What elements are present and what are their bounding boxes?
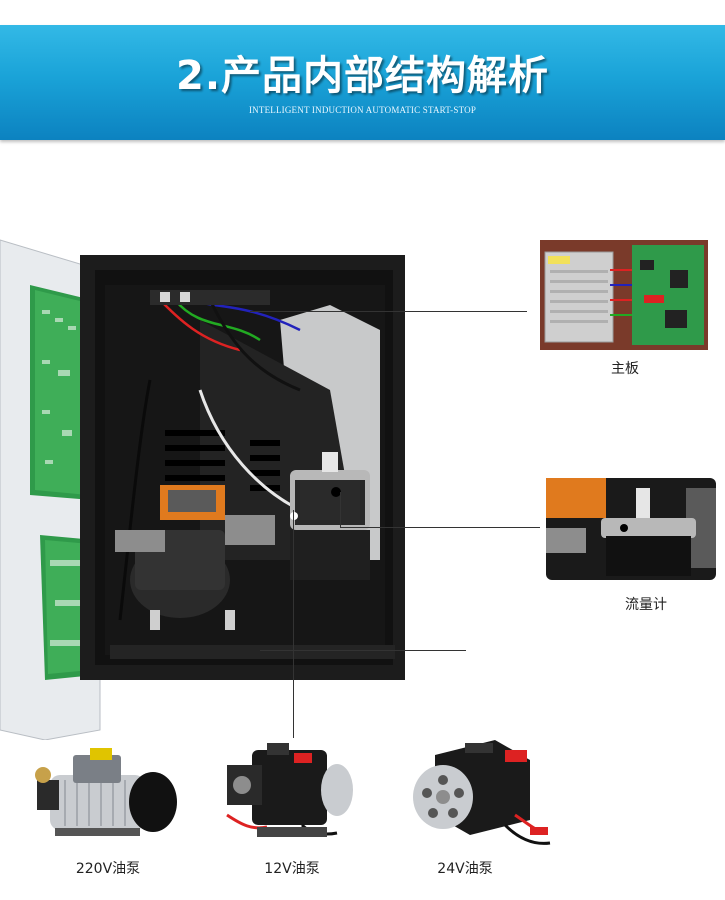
callout-line-flowmeter-drop bbox=[340, 492, 341, 527]
flow-meter-photo bbox=[546, 478, 716, 580]
pump-24v-label: 24V油泵 bbox=[437, 861, 493, 877]
pump-24v-photo bbox=[413, 740, 551, 845]
pump-220v-photo bbox=[35, 748, 177, 836]
callout-line-pumps-drop bbox=[293, 510, 294, 738]
page-title: 2.产品内部结构解析 bbox=[175, 53, 550, 99]
flow-meter-label: 流量计 bbox=[625, 597, 667, 613]
cabinet-interior-photo bbox=[0, 239, 405, 740]
callout-line-mainboard bbox=[250, 311, 527, 312]
pump-12v-label: 12V油泵 bbox=[264, 861, 320, 877]
pump-220v-label: 220V油泵 bbox=[75, 861, 141, 877]
callout-line-flowmeter bbox=[340, 527, 540, 528]
main-board-photo bbox=[540, 240, 708, 350]
main-board-label: 主板 bbox=[611, 361, 639, 377]
pump-12v-photo bbox=[226, 743, 353, 837]
header-banner: 2.产品内部结构解析 INTELLIGENT INDUCTION AUTOMAT… bbox=[0, 25, 725, 140]
callout-line-pump bbox=[260, 650, 466, 651]
page-subtitle: INTELLIGENT INDUCTION AUTOMATIC START-ST… bbox=[248, 105, 477, 115]
